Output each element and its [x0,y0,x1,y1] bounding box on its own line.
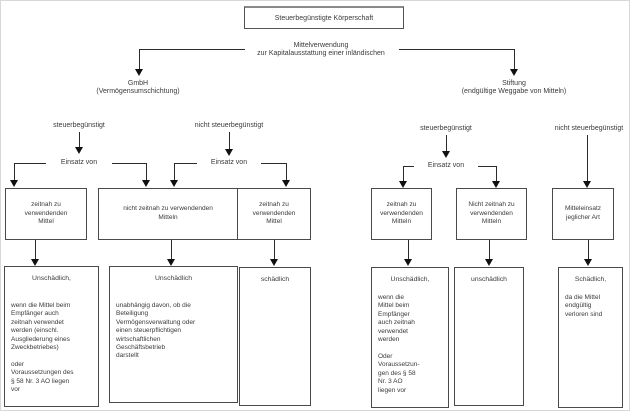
label-einsatz-von-right-tax: Einsatz von [427,162,465,169]
arrow-down [135,69,143,76]
mid-box-label: zeitnah zu verwendenden Mittel [252,200,296,226]
result-body: unabhängig davon, ob die Beteiligung Ver… [116,301,196,360]
connector-line [79,132,80,147]
root-box: Steuerbegünstigte Körperschaft [244,6,404,29]
arrow-down [142,180,150,187]
result-title: Unschädlich [154,275,193,282]
arrow-down [225,149,233,156]
connector-line [139,49,140,69]
connector-line [35,240,36,259]
mid-box-zeitnah-left: zeitnah zu verwendenden Mittel [5,188,87,240]
connector-line [496,166,497,181]
connector-line [146,163,147,180]
root-box-label: Steuerbegünstigte Körperschaft [274,14,374,22]
connector-line [14,163,46,164]
connector-line [139,49,245,50]
arrow-down [167,259,175,266]
split-label-line1: Mittelverwendung [293,42,349,49]
connector-line [489,240,490,259]
connector-line [514,49,515,69]
result-title: Unschädlich, [32,275,71,282]
arrow-down [442,151,450,158]
result-title: unschädlich [471,276,507,283]
result-box-unschaedlich-right2: unschädlich [454,267,524,406]
connector-line [408,240,409,259]
mid-box-label: zeitnah zu verwendenden Mitteln [380,200,423,226]
split-label: Mittelverwendung zur Kapitalausstattung … [201,42,441,59]
result-body: wenn die Mittel beim Empfänger auch zeit… [11,301,74,394]
mid-box-label: Mitteleinsatz jeglicher Art [564,205,602,221]
result-box-unschaedlich-left: Unschädlich, wenn die Mittel beim Empfän… [4,266,99,407]
arrow-down [584,259,592,266]
arrow-down [404,259,412,266]
mid-box-zeitnah-right: zeitnah zu verwendenden Mitteln [371,188,432,240]
label-einsatz-von-left-nontax: Einsatz von [210,159,248,166]
connector-line [112,163,147,164]
arrow-down [399,181,407,188]
connector-line [174,163,197,164]
mid-box-label: zeitnah zu verwendenden Mittel [24,200,68,226]
connector-line [587,135,588,181]
connector-line [14,163,15,180]
node-gmbh-subtitle: (Vermögensumschichtung) [96,88,180,96]
connector-line [171,240,172,259]
arrow-down [270,259,278,266]
connector-line [229,132,230,149]
label-steuerbeguenstigt-left: steuerbegünstigt [53,122,105,129]
node-gmbh: GmbH (Vermögensumschichtung) [78,80,198,97]
label-nicht-steuerbeguenstigt-right: nicht steuerbegünstigt [554,125,624,132]
arrow-down [75,147,83,154]
node-stiftung-title: Stiftung [502,80,526,87]
label-einsatz-von-left-tax: Einsatz von [60,159,98,166]
arrow-down [583,181,591,188]
arrow-down [510,69,518,76]
result-title: Schädlich, [574,276,607,283]
mid-box-mitteleinsatz: Mitteleinsatz jeglicher Art [552,188,614,240]
arrow-down [170,180,178,187]
connector-line [274,240,275,259]
connector-line [588,240,589,259]
mid-box-nicht-zeitnah-right: Nicht zeitnah zu verwendenden Mitteln [456,188,527,240]
connector-line [446,135,447,151]
result-title: schädlich [260,276,290,283]
result-body: da die Mittel endgültig verloren sind [565,293,603,318]
node-stiftung: Stiftung (endgültige Weggabe von Mitteln… [434,80,594,97]
arrow-down [31,259,39,266]
result-box-unschaedlich-right: Unschädlich, wenn die Mittel beim Empfän… [371,267,449,408]
connector-line [403,166,414,167]
mid-box-label: nicht zeitnah zu verwendenden Mitteln [123,205,213,221]
connector-line [403,166,404,181]
connector-line [174,163,175,180]
connector-line [261,163,287,164]
result-box-schaedlich-right: Schädlich, da die Mittel endgültig verlo… [558,267,623,408]
mid-box-label: Nicht zeitnah zu verwendenden Mitteln [468,200,515,226]
label-steuerbeguenstigt-right: steuerbegünstigt [420,125,472,132]
result-box-unschaedlich-mid: Unschädlich unabhängig davon, ob die Bet… [109,266,238,403]
node-gmbh-title: GmbH [127,80,149,87]
result-title: Unschädlich, [390,276,430,283]
mid-box-nicht-zeitnah-left: nicht zeitnah zu verwendenden Mitteln [98,188,238,240]
arrow-down [492,181,500,188]
connector-line [399,49,514,50]
arrow-down [282,180,290,187]
result-box-schaedlich-left: schädlich [239,267,311,406]
connector-line [478,166,497,167]
split-label-line2: zur Kapitalausstattung einer inländische… [257,50,385,58]
connector-line [286,163,287,180]
mid-box-zeitnah-left2: zeitnah zu verwendenden Mittel [237,188,311,240]
label-nicht-steuerbeguenstigt-left: nicht steuerbegünstigt [194,122,264,129]
node-stiftung-subtitle: (endgültige Weggabe von Mitteln) [461,88,567,96]
arrow-down [10,180,18,187]
result-body: wenn die Mittel beim Empfänger auch zeit… [378,293,420,394]
arrow-down [485,259,493,266]
